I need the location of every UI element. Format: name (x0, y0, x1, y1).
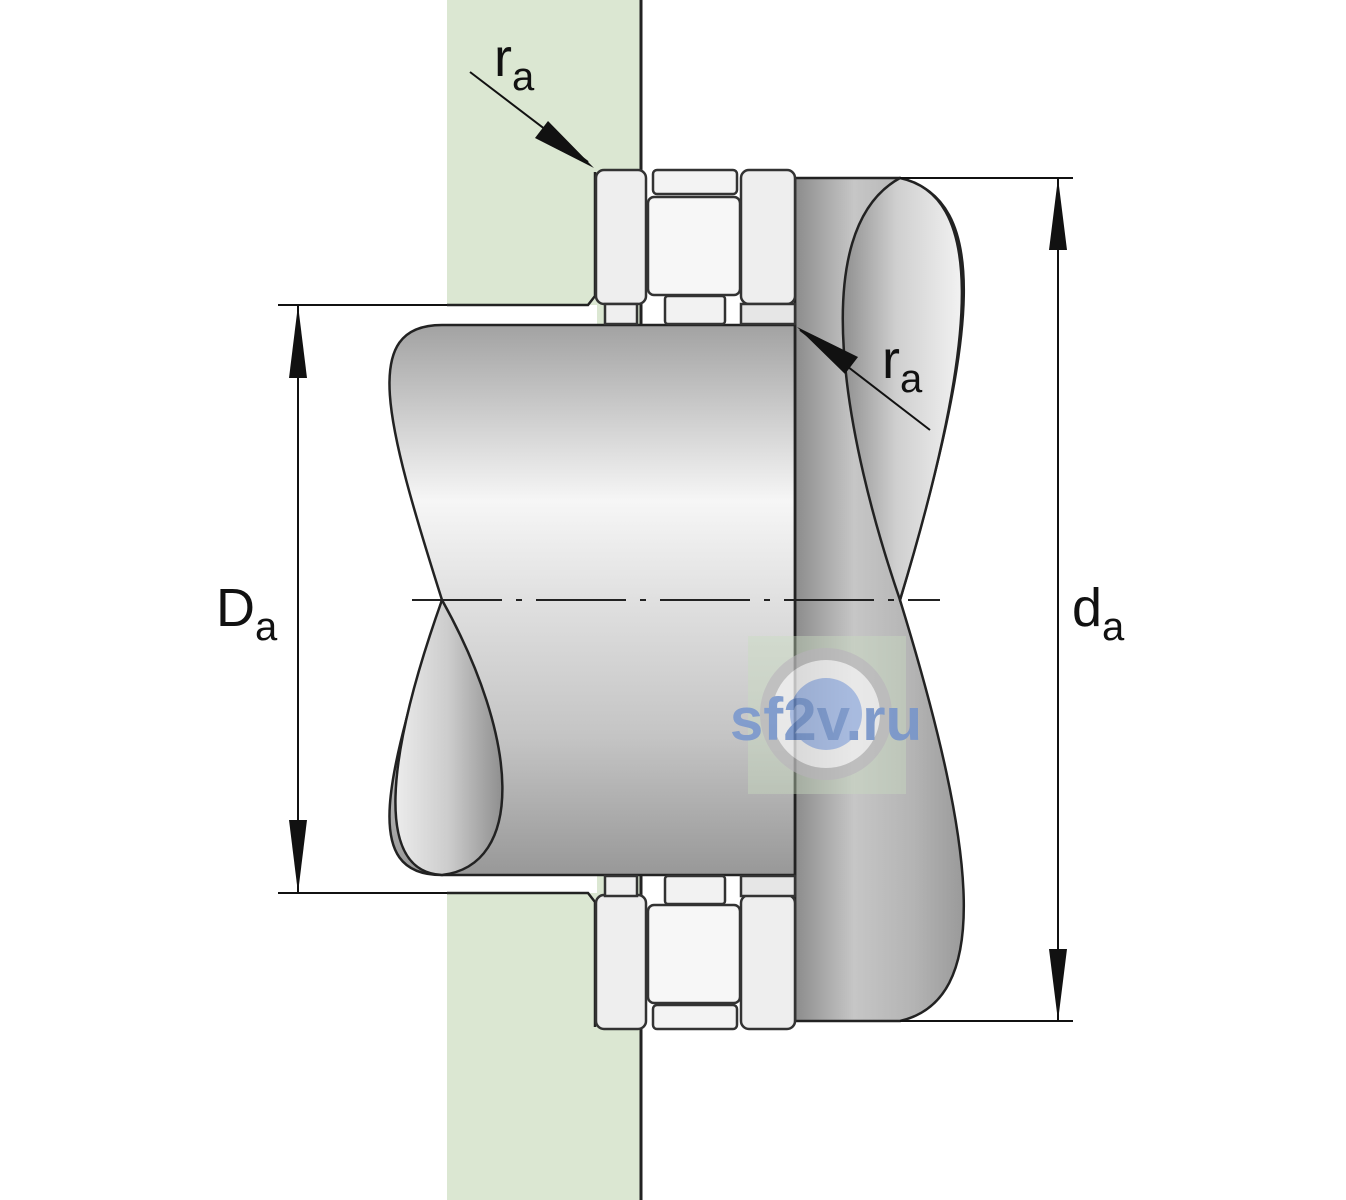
bearing-section-top (594, 168, 797, 326)
bearing-inner-lip-top (739, 302, 797, 326)
shaft-shoulder-cut-face (841, 176, 964, 605)
radius-callout-housing: ra (469, 28, 594, 168)
arrow-ra-shaft (797, 327, 858, 374)
bearing-outer-ring-bottom (594, 893, 648, 1031)
label-da-main: d (1072, 578, 1102, 638)
label-Da-sub: a (255, 605, 278, 649)
bearing-outer-ring-top (594, 168, 648, 306)
radius-callout-shaft: ra (797, 327, 931, 431)
bearing-cage-bottom-upper (663, 874, 727, 906)
dimension-shaft-shoulder: da (900, 177, 1125, 1022)
label-Da: Da (216, 578, 278, 649)
label-Da-main: D (216, 578, 255, 638)
dim-arrow-da-bottom (1049, 949, 1067, 1021)
label-da-sub: a (1102, 605, 1125, 649)
bearing-inner-lip-bottom (739, 874, 797, 898)
dim-arrow-Da-bottom (289, 820, 307, 893)
label-ra-top-main: r (494, 28, 512, 88)
bearing-cage-bottom (651, 1003, 739, 1031)
watermark-text: sf2v.ru (730, 686, 922, 753)
dimension-housing-bore: Da (216, 304, 447, 894)
arrow-ra-top (535, 121, 594, 168)
label-da: da (1072, 578, 1125, 649)
dim-arrow-Da-top (289, 305, 307, 378)
bearing-roller-top (646, 195, 742, 297)
bearing-cage-top (651, 168, 739, 196)
bearing-inner-ring-bottom (739, 893, 797, 1031)
shaft-cut-face (394, 596, 504, 877)
dim-arrow-da-top (1049, 178, 1067, 250)
bearing-cage-top-lower (663, 294, 727, 326)
watermark: sf2v.ru (730, 636, 922, 794)
label-ra-shaft-main: r (882, 330, 900, 390)
watermark-bearing-hub (790, 678, 862, 750)
label-ra-shaft: ra (882, 330, 923, 401)
bearing-roller-bottom (646, 903, 742, 1005)
bearing-inner-ring-top (739, 168, 797, 306)
bearing-outer-lip-top (603, 302, 639, 326)
label-ra-top: ra (494, 28, 535, 99)
label-ra-shaft-sub: a (900, 357, 923, 401)
bearing-section-bottom (594, 874, 797, 1031)
label-ra-top-sub: a (512, 55, 535, 99)
bearing-outer-lip-bottom (603, 874, 639, 898)
